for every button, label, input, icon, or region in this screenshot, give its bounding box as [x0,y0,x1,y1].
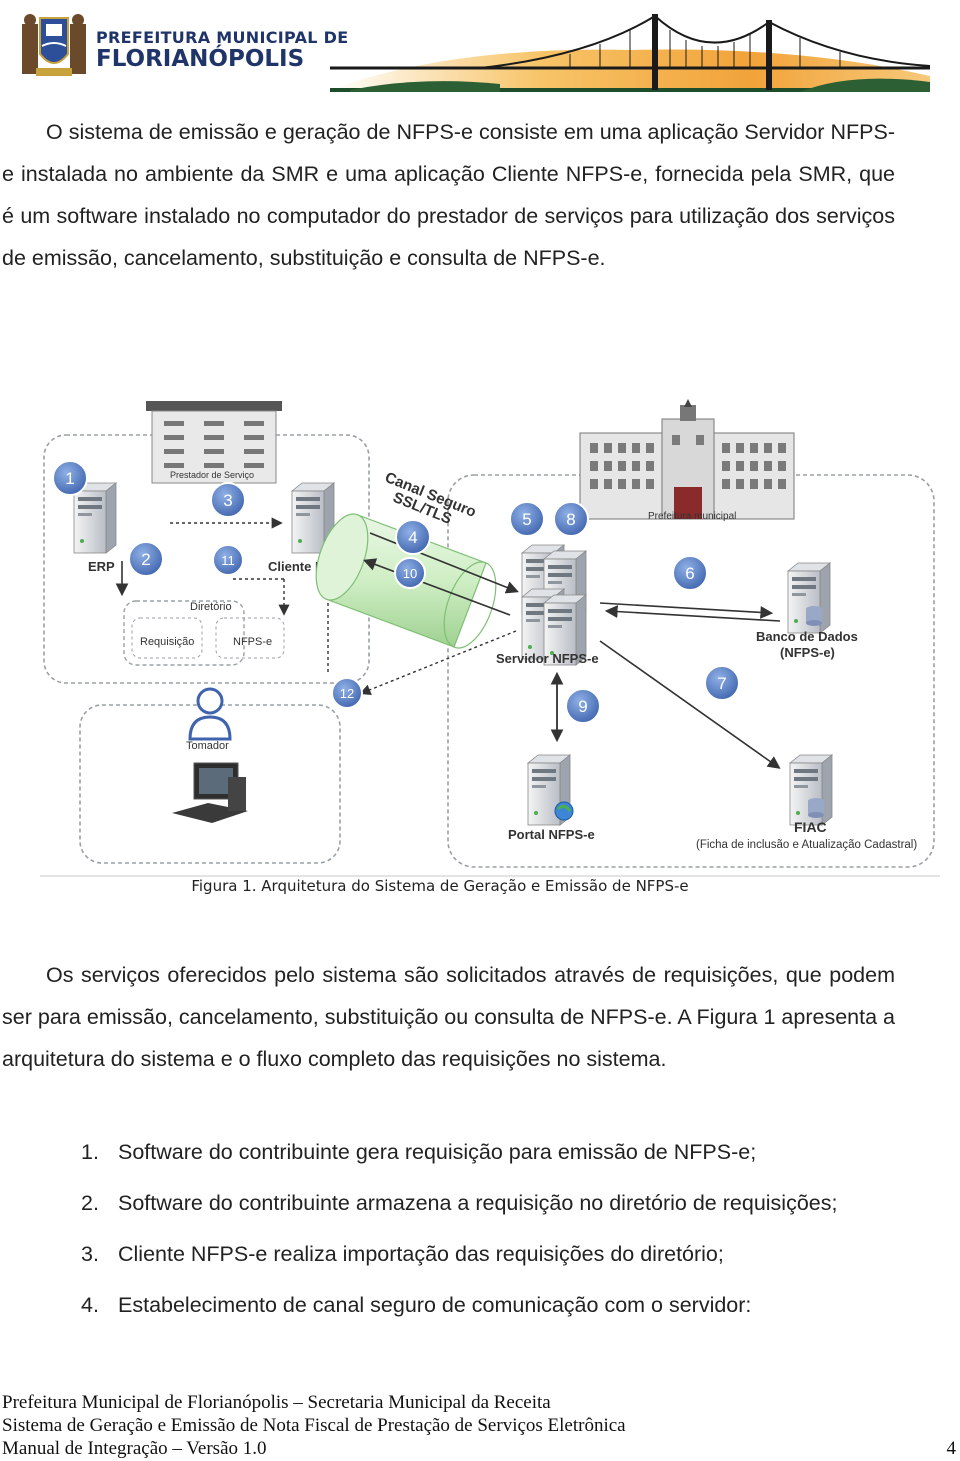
badge-4: 4 [395,519,431,555]
badge-12: 12 [331,677,363,709]
svg-text:7: 7 [717,674,726,693]
svg-text:8: 8 [566,510,575,529]
architecture-diagram: Prestador de Serviço ERP Cliente NFPS-e … [40,399,940,877]
footer-line-1: Prefeitura Municipal de Florianópolis – … [2,1392,551,1413]
badge-5: 5 [509,501,545,537]
svg-text:1: 1 [65,469,74,488]
brand-line-2: FLORIANÓPOLIS [96,46,305,72]
svg-text:3: 3 [223,491,232,510]
badge-10: 10 [394,557,426,589]
svg-text:12: 12 [340,686,354,701]
intro-paragraph: O sistema de emissão e geração de NFPS-e… [2,111,895,279]
badge-9: 9 [565,688,601,724]
banco-server-icon [787,562,831,634]
badge-7: 7 [704,665,740,701]
badge-11: 11 [212,544,244,576]
list-item-number: 1. [81,1140,99,1164]
svg-text:6: 6 [685,564,694,583]
nfpse-folder [215,617,285,659]
svg-text:2: 2 [141,550,150,569]
svg-text:11: 11 [221,553,235,568]
fiac-server-icon [789,754,833,826]
page-footer: Prefeitura Municipal de Florianópolis – … [2,1391,958,1460]
brand-line-1: PREFEITURA MUNICIPAL DE [96,28,349,47]
nfpse-folder-label: NFPS-e [233,636,272,648]
coat-of-arms-logo [22,14,86,76]
footer-line-3: Manual de Integração – Versão 1.0 [2,1438,267,1459]
badge-8: 8 [553,501,589,537]
page-number: 4 [946,1438,957,1459]
banco-label-1: Banco de Dados [756,629,858,644]
tomador-label: Tomador [186,740,229,752]
prefeitura-label: Prefeitura municipal [648,511,736,522]
list-item-text: Estabelecimento de canal seguro de comun… [118,1293,752,1317]
fiac-label: FIAC [794,819,827,835]
list-item-text: Software do contribuinte armazena a requ… [118,1191,838,1215]
erp-label: ERP [88,559,115,574]
badge-6: 6 [672,555,708,591]
svg-text:9: 9 [578,697,587,716]
banco-label-2: (NFPS-e) [780,645,835,660]
svg-text:5: 5 [522,510,531,529]
bridge-banner-image [330,14,930,92]
list-item-number: 2. [81,1191,99,1215]
list-item: 2. Software do contribuinte armazena a re… [0,1182,895,1224]
list-item: 4. Estabelecimento de canal seguro de com… [0,1284,895,1326]
tomador-computer-icon [172,762,248,823]
servidor-label: Servidor NFPS-e [496,651,599,666]
brand-text: PREFEITURA MUNICIPAL DE FLORIANÓPOLIS [96,28,348,72]
badge-3: 3 [210,482,246,518]
figure-caption-text: Figura 1. Arquitetura do Sistema de Gera… [191,877,689,895]
servidor-server-icon [521,544,587,666]
requisicao-folder [131,617,203,659]
list-item: 1. Software do contribuinte gera requisiç… [0,1131,895,1173]
figure-caption: Figura 1. Arquitetura do Sistema de Gera… [0,877,900,895]
badge-2: 2 [128,541,164,577]
tomador-person-icon [188,687,232,741]
portal-server-icon [527,754,574,826]
svg-text:10: 10 [403,566,417,581]
services-paragraph: Os serviços oferecidos pelo sistema são … [2,954,895,1080]
list-item: 3. Cliente NFPS-e realiza importação das … [0,1233,895,1275]
list-item-number: 4. [81,1293,99,1317]
fiac-desc-label: (Ficha de inclusão e Atualização Cadastr… [696,839,917,851]
prefeitura-building [579,399,795,520]
request-flow-list: 1. Software do contribuinte gera requisiç… [0,1131,895,1335]
diretorio-label: Diretório [190,601,232,613]
svg-text:4: 4 [408,528,417,547]
footer-line-2: Sistema de Geração e Emissão de Nota Fis… [2,1415,626,1436]
badge-1: 1 [52,460,88,496]
list-item-text: Cliente NFPS-e realiza importação das re… [118,1242,724,1266]
erp-server-icon [73,482,117,554]
list-item-text: Software do contribuinte gera requisição… [118,1140,757,1164]
portal-label: Portal NFPS-e [508,827,595,842]
prestador-label: Prestador de Serviço [170,470,254,480]
intro-paragraph-text: O sistema de emissão e geração de NFPS-e… [2,120,895,270]
requisicao-label: Requisição [140,636,194,648]
services-paragraph-text: Os serviços oferecidos pelo sistema são … [2,963,895,1071]
diretorio-zone [123,600,245,666]
list-item-number: 3. [81,1242,99,1266]
page-header: PREFEITURA MUNICIPAL DE FLORIANÓPOLIS [0,0,960,100]
